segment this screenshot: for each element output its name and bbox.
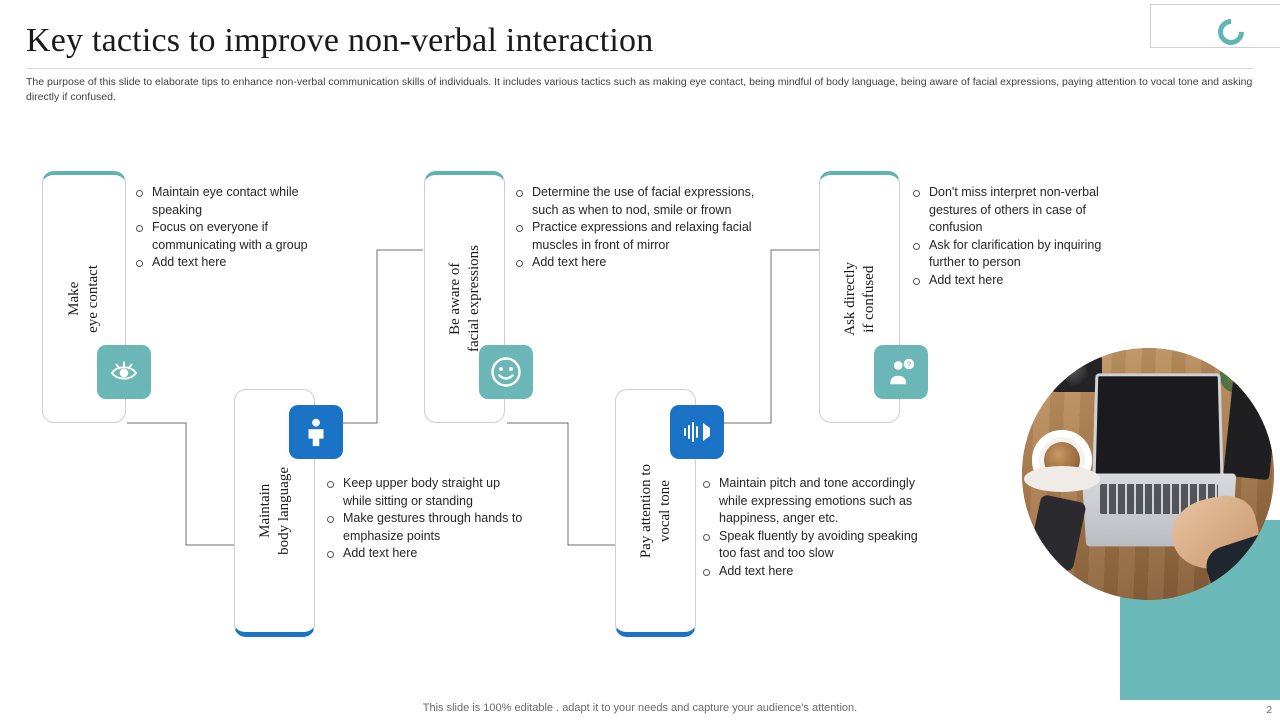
list-item: Don't miss interpret non-verbal gestures… — [913, 184, 1135, 237]
node-label: Maintain body language — [256, 467, 294, 555]
voice-wave-icon — [670, 405, 724, 459]
list-item: Add text here — [327, 545, 527, 563]
svg-text:?: ? — [907, 359, 912, 369]
list-item: Keep upper body straight up while sittin… — [327, 475, 527, 510]
node-label: Ask directly if confused — [841, 262, 879, 336]
node-label: Be aware of facial expressions — [446, 245, 484, 352]
bullets-pay-attention-to-vocal-tone: Maintain pitch and tone accordingly whil… — [703, 475, 925, 581]
person-question-icon: ? — [874, 345, 928, 399]
bullets-make-eye-contact: Maintain eye contact while speaking Focu… — [136, 184, 341, 272]
page-number: 2 — [1266, 705, 1272, 716]
eye-icon — [97, 345, 151, 399]
list-item: Make gestures through hands to emphasize… — [327, 510, 527, 545]
list-item: Determine the use of facial expressions,… — [516, 184, 761, 219]
list-item: Maintain eye contact while speaking — [136, 184, 341, 219]
list-item: Speak fluently by avoiding speaking too … — [703, 528, 925, 563]
footer-note: This slide is 100% editable . adapt it t… — [0, 702, 1280, 714]
title-divider — [26, 68, 1254, 69]
logo-icon — [1213, 14, 1250, 51]
list-item: Ask for clarification by inquiring furth… — [913, 237, 1135, 272]
person-icon — [289, 405, 343, 459]
node-label: Pay attention to vocal tone — [637, 464, 675, 558]
page-subtitle: The purpose of this slide to elaborate t… — [26, 75, 1256, 105]
logo-placeholder — [1150, 4, 1280, 48]
list-item: Add text here — [516, 254, 761, 272]
page-title: Key tactics to improve non-verbal intera… — [26, 22, 653, 60]
list-item: Add text here — [136, 254, 341, 272]
list-item: Add text here — [913, 272, 1135, 290]
list-item: Add text here — [703, 563, 925, 581]
list-item: Practice expressions and relaxing facial… — [516, 219, 761, 254]
list-item: Focus on everyone if communicating with … — [136, 219, 341, 254]
list-item: Maintain pitch and tone accordingly whil… — [703, 475, 925, 528]
bullets-be-aware-of-facial-expressions: Determine the use of facial expressions,… — [516, 184, 761, 272]
node-label: Make eye contact — [65, 265, 103, 333]
photo-laptop-desk — [1022, 348, 1274, 600]
smiley-face-icon — [479, 345, 533, 399]
bullets-maintain-body-language: Keep upper body straight up while sittin… — [327, 475, 527, 563]
bullets-ask-directly-if-confused: Don't miss interpret non-verbal gestures… — [913, 184, 1135, 290]
